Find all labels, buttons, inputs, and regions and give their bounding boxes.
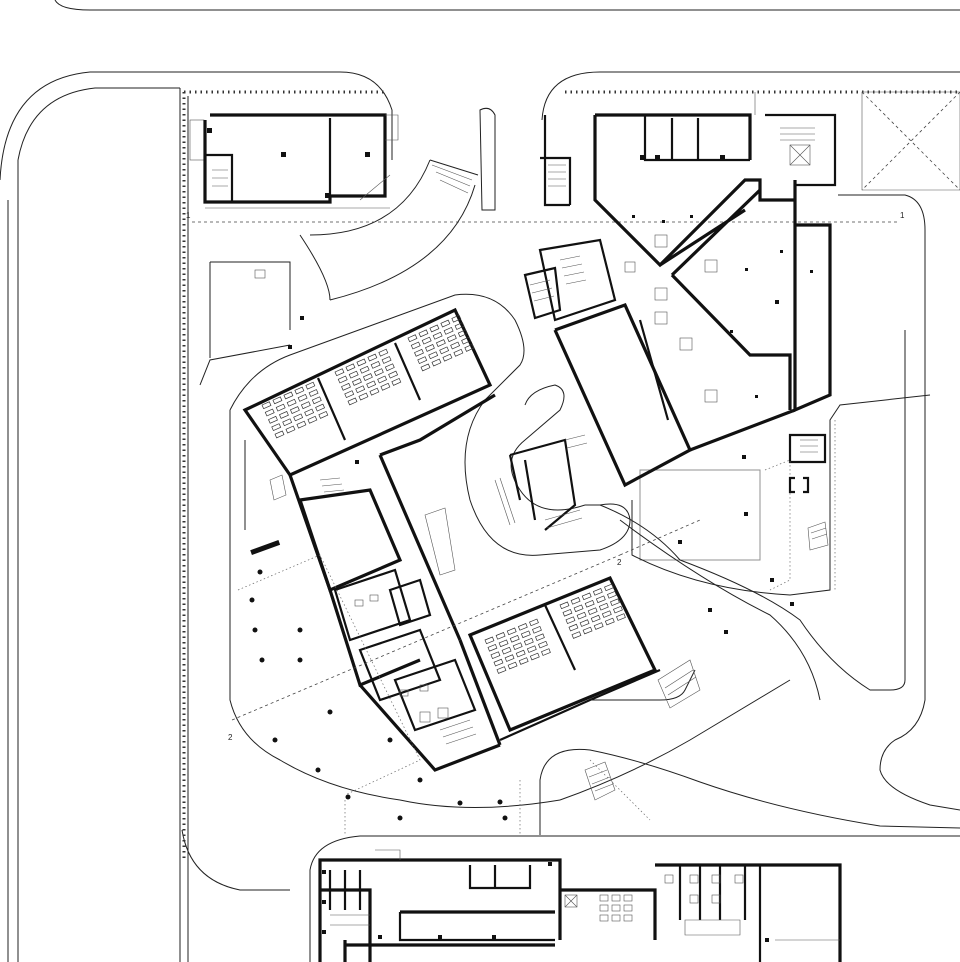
courtyard-paths <box>199 293 931 808</box>
atrium-column-grid <box>624 215 813 403</box>
site-fence <box>182 90 960 860</box>
east-stair-details <box>269 474 829 801</box>
entrance-ramp <box>209 107 496 358</box>
section-mark-center: 2 <box>617 558 622 567</box>
building-northeast <box>523 91 960 488</box>
courtyard-pavilion <box>494 434 588 531</box>
section-mark-west: 2 <box>228 733 233 742</box>
paving-outlines <box>237 420 836 835</box>
section-line-1: 1 1 <box>186 211 905 223</box>
section-mark-north-right: 1 <box>900 211 905 220</box>
classroom-wing-south <box>467 575 701 742</box>
section-mark-north-left: 1 <box>186 211 191 220</box>
service-rooms-west <box>319 477 477 745</box>
classroom-seating-west <box>261 314 475 439</box>
building-south <box>318 849 842 962</box>
building-northwest <box>189 113 399 209</box>
classroom-wing-west <box>242 307 502 772</box>
classroom-seating-south <box>484 583 626 674</box>
section-line-2: 2 2 <box>228 519 701 742</box>
plaza-markers <box>249 316 794 821</box>
